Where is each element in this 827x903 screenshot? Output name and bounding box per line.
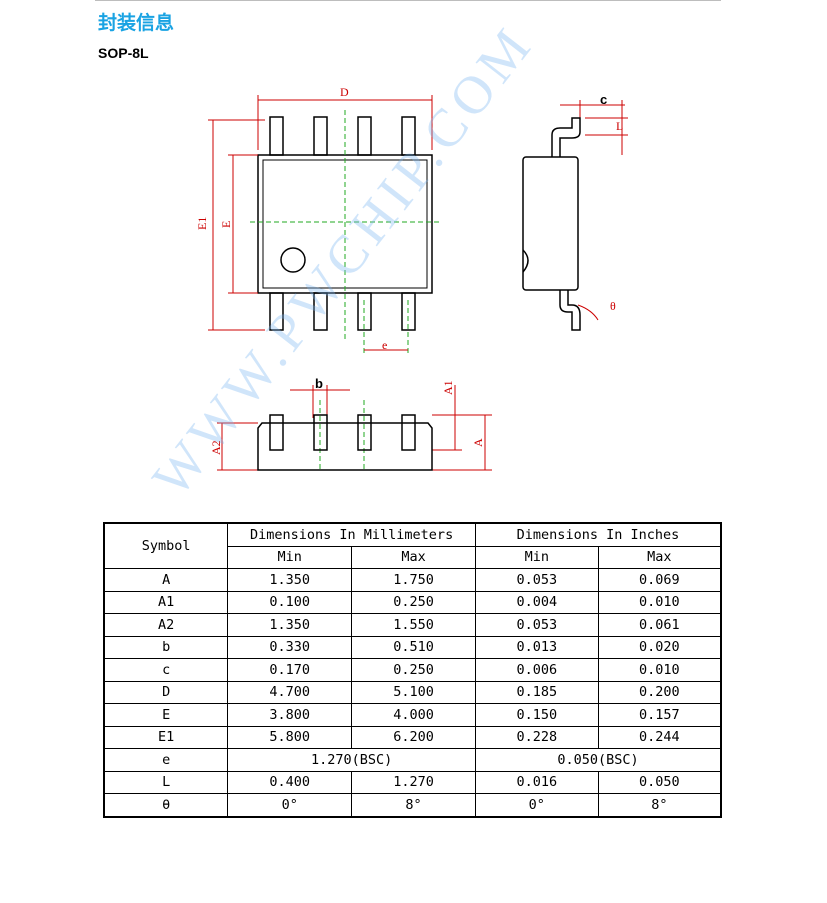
header-mm-max: Max bbox=[351, 545, 476, 569]
dimension-lines bbox=[208, 95, 628, 471]
cell-s: θ bbox=[103, 793, 229, 817]
cell-in-max: 0.069 bbox=[597, 568, 722, 592]
cell-s: c bbox=[103, 658, 229, 682]
cell-in-max: 0.244 bbox=[597, 725, 722, 749]
cell-mm-min: 1.350 bbox=[227, 568, 353, 592]
centerlines bbox=[250, 110, 440, 470]
cell-mm-min: 1.350 bbox=[227, 613, 353, 637]
label-A: A bbox=[471, 438, 485, 447]
cell-in-span: 0.050(BSC) bbox=[474, 748, 722, 772]
cell-mm-min: 0.100 bbox=[227, 590, 353, 614]
cell-in-min: 0.006 bbox=[474, 658, 599, 682]
cell-mm-min: 0.330 bbox=[227, 635, 353, 659]
label-E: E bbox=[219, 221, 233, 228]
label-theta: θ bbox=[610, 299, 616, 313]
label-c: c bbox=[600, 92, 607, 107]
cell-s: E bbox=[103, 703, 229, 727]
cell-s: L bbox=[103, 770, 229, 794]
top-pins bbox=[269, 116, 416, 331]
header-mm: Dimensions In Millimeters bbox=[227, 522, 476, 547]
cell-s: e bbox=[103, 748, 229, 772]
cell-in-max: 0.157 bbox=[597, 703, 722, 727]
header-inches: Dimensions In Inches bbox=[474, 522, 722, 547]
side-view bbox=[522, 117, 581, 331]
cell-in-min: 0.150 bbox=[474, 703, 599, 727]
dimensions-table: Symbol Dimensions In Millimeters Dimensi… bbox=[103, 522, 722, 818]
label-b: b bbox=[315, 376, 323, 391]
cell-mm-max: 1.550 bbox=[351, 613, 476, 637]
front-view bbox=[257, 414, 433, 471]
top-rule bbox=[95, 0, 721, 1]
cell-in-min: 0° bbox=[474, 793, 599, 817]
cell-in-max: 0.050 bbox=[597, 770, 722, 794]
header-in-min: Min bbox=[474, 545, 599, 569]
cell-mm-min: 0.170 bbox=[227, 658, 353, 682]
cell-in-min: 0.053 bbox=[474, 568, 599, 592]
package-name: SOP-8L bbox=[98, 45, 149, 61]
cell-mm-max: 0.510 bbox=[351, 635, 476, 659]
cell-mm-min: 0° bbox=[227, 793, 353, 817]
cell-in-min: 0.004 bbox=[474, 590, 599, 614]
label-A2: A2 bbox=[209, 440, 223, 455]
cell-mm-span: 1.270(BSC) bbox=[227, 748, 476, 772]
label-D: D bbox=[340, 85, 349, 99]
section-title: 封装信息 bbox=[98, 12, 175, 34]
cell-in-min: 0.228 bbox=[474, 725, 599, 749]
cell-s: b bbox=[103, 635, 229, 659]
cell-mm-max: 0.250 bbox=[351, 590, 476, 614]
cell-in-min: 0.053 bbox=[474, 613, 599, 637]
cell-in-max: 0.020 bbox=[597, 635, 722, 659]
cell-mm-max: 6.200 bbox=[351, 725, 476, 749]
label-e: e bbox=[382, 338, 387, 352]
cell-in-min: 0.185 bbox=[474, 680, 599, 704]
cell-mm-min: 3.800 bbox=[227, 703, 353, 727]
cell-s: E1 bbox=[103, 725, 229, 749]
cell-mm-max: 8° bbox=[351, 793, 476, 817]
header-symbol: Symbol bbox=[103, 522, 229, 569]
cell-in-max: 8° bbox=[597, 793, 722, 817]
package-drawing: D E1 E e b A2 A1 A c L θ bbox=[195, 85, 628, 471]
header-mm-min: Min bbox=[227, 545, 353, 569]
cell-s: D bbox=[103, 680, 229, 704]
cell-in-max: 0.200 bbox=[597, 680, 722, 704]
cell-s: A bbox=[103, 568, 229, 592]
cell-mm-max: 0.250 bbox=[351, 658, 476, 682]
cell-in-max: 0.010 bbox=[597, 658, 722, 682]
label-E1: E1 bbox=[195, 217, 209, 230]
label-A1: A1 bbox=[441, 380, 455, 395]
cell-in-max: 0.010 bbox=[597, 590, 722, 614]
cell-mm-max: 5.100 bbox=[351, 680, 476, 704]
cell-s: A2 bbox=[103, 613, 229, 637]
cell-s: A1 bbox=[103, 590, 229, 614]
cell-mm-max: 4.000 bbox=[351, 703, 476, 727]
cell-mm-max: 1.270 bbox=[351, 770, 476, 794]
header-in-max: Max bbox=[597, 545, 722, 569]
cell-mm-min: 5.800 bbox=[227, 725, 353, 749]
cell-mm-min: 4.700 bbox=[227, 680, 353, 704]
cell-in-max: 0.061 bbox=[597, 613, 722, 637]
cell-in-min: 0.016 bbox=[474, 770, 599, 794]
cell-mm-min: 0.400 bbox=[227, 770, 353, 794]
label-L: L bbox=[616, 119, 623, 133]
cell-mm-max: 1.750 bbox=[351, 568, 476, 592]
cell-in-min: 0.013 bbox=[474, 635, 599, 659]
